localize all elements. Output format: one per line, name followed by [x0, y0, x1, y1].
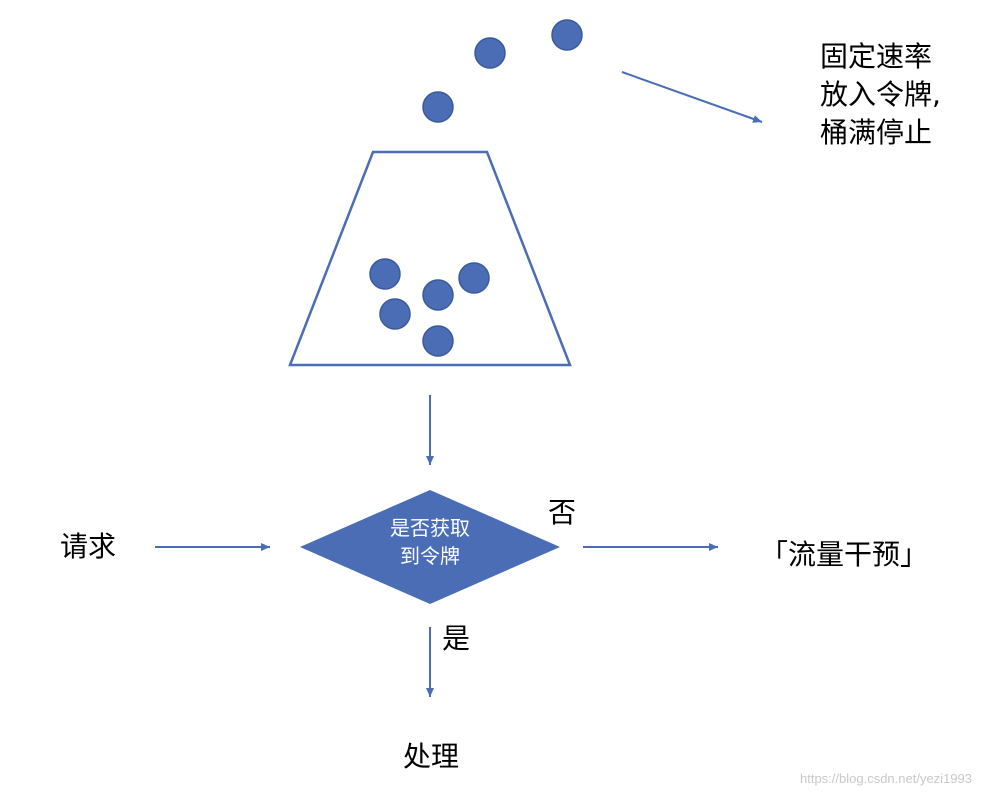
decision-label: 是否获取 到令牌 — [360, 514, 500, 570]
bucket-token — [422, 279, 454, 311]
no-label: 否 — [548, 496, 577, 529]
rate-arrow — [621, 71, 763, 123]
decision-label-line2: 到令牌 — [400, 544, 460, 568]
rate-note: 固定速率 放入令牌, 桶满停止 — [820, 38, 941, 152]
bucket-token — [422, 325, 454, 357]
decision-label-line1: 是否获取 — [390, 516, 470, 540]
watermark: https://blog.csdn.net/yezi1993 — [799, 771, 972, 786]
process-label: 处理 — [403, 740, 460, 773]
bucket-token — [379, 298, 411, 330]
decision-diamond — [300, 490, 560, 604]
throttle-label: 「流量干预」 — [760, 538, 929, 571]
request-label: 请求 — [60, 530, 117, 563]
bucket-token — [458, 262, 490, 294]
token-bucket — [288, 150, 572, 367]
yes-label: 是 — [442, 622, 471, 655]
rate-note-line2: 放入令牌, — [820, 78, 941, 111]
bucket-token — [369, 258, 401, 290]
falling-token — [474, 37, 506, 69]
falling-token — [422, 91, 454, 123]
rate-note-line1: 固定速率 — [820, 40, 933, 73]
falling-token — [551, 19, 583, 51]
rate-note-line3: 桶满停止 — [820, 116, 933, 149]
